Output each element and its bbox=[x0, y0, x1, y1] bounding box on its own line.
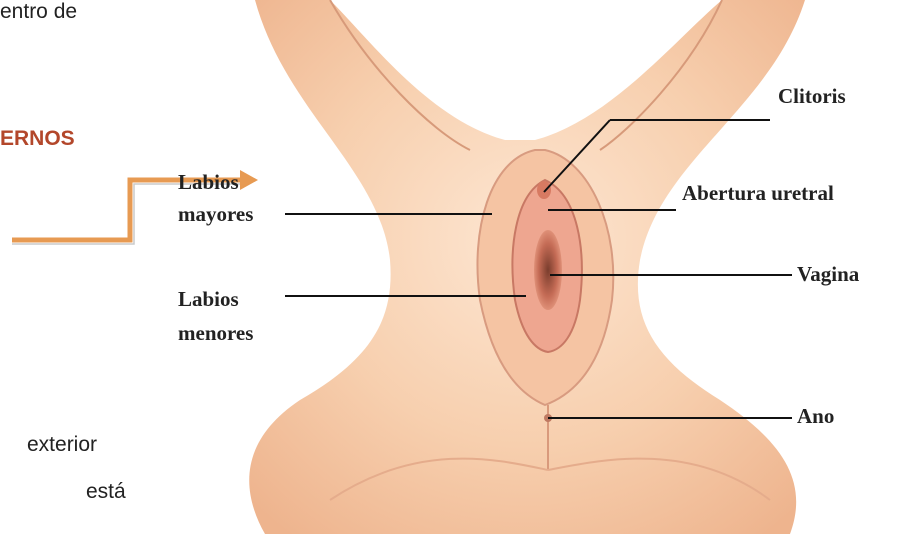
label-clitoris: Clitoris bbox=[778, 84, 846, 108]
label-abertura-uretral: Abertura uretral bbox=[682, 181, 834, 205]
clitoris-shape bbox=[537, 181, 551, 199]
label-labios-menores-line2: menores bbox=[178, 321, 253, 345]
vaginal-opening bbox=[534, 230, 562, 310]
label-vagina: Vagina bbox=[797, 262, 859, 286]
label-ano: Ano bbox=[797, 404, 834, 428]
label-labios-mayores-line2: mayores bbox=[178, 202, 253, 226]
label-labios-mayores-line1: Labios bbox=[178, 170, 239, 194]
orange-arrow-head bbox=[240, 170, 258, 190]
label-labios-menores-line1: Labios bbox=[178, 287, 239, 311]
